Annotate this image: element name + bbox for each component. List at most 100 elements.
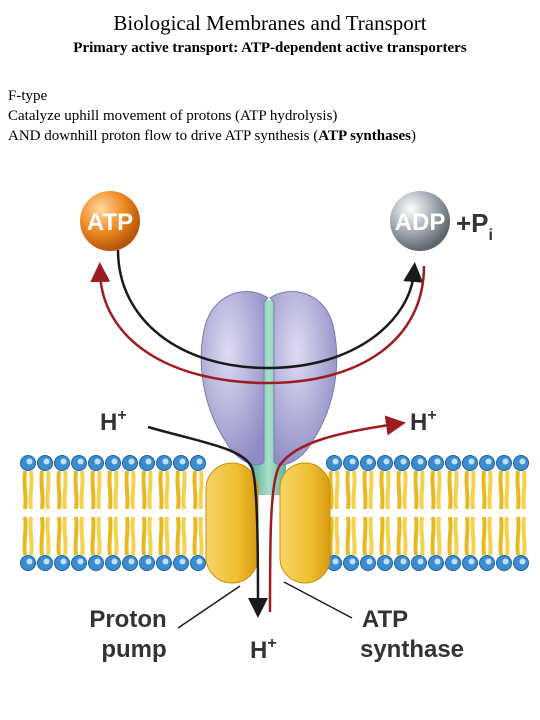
lipid-tail: [39, 470, 45, 510]
lipid-tail: [368, 516, 374, 556]
lipid-tail: [430, 516, 436, 556]
lipid-head-highlight: [60, 458, 67, 465]
lipid-tail: [464, 470, 470, 510]
adp-label: ADP: [395, 209, 446, 236]
lipid-tail: [39, 516, 45, 556]
lipid-tail: [379, 470, 385, 510]
lipid-tail: [447, 516, 453, 556]
membrane-domain-right: [279, 462, 331, 584]
lipid-tail: [62, 516, 68, 556]
lipid-head-highlight: [519, 558, 526, 565]
lipid-head-highlight: [128, 458, 135, 465]
description-line-hydrolysis: Catalyze uphill movement of protons (ATP…: [8, 108, 338, 124]
lipid-head-highlight: [26, 558, 33, 565]
lipid-tail: [96, 516, 102, 556]
lipid-tail: [130, 470, 136, 510]
lipid-tail: [158, 470, 164, 510]
lipid-tail: [453, 470, 459, 510]
lipid-head-highlight: [366, 458, 373, 465]
lipid-tail: [521, 470, 527, 510]
lipid-tail: [22, 516, 28, 556]
lipid-head-highlight: [162, 458, 169, 465]
lipid-tail: [430, 470, 436, 510]
lipid-head-highlight: [179, 558, 186, 565]
lipid-tail: [362, 470, 368, 510]
lipid-head-highlight: [111, 458, 118, 465]
lipid-head-highlight: [162, 558, 169, 565]
transporter-type: F-type: [8, 88, 48, 104]
lipid-head-highlight: [383, 558, 390, 565]
lipid-head-highlight: [502, 558, 509, 565]
lipid-tail: [436, 516, 442, 556]
lipid-tail: [498, 470, 504, 510]
lipid-tail: [498, 516, 504, 556]
atp-molecule: ATP: [80, 191, 140, 251]
atp-sphere: [80, 191, 140, 251]
head-subunit-right: [269, 291, 338, 466]
hydrolysis-arrow: [116, 249, 424, 370]
lipid-tail: [396, 516, 402, 556]
lipid-tail: [96, 470, 102, 510]
lipid-tail: [113, 470, 119, 510]
lipid-tail: [328, 516, 334, 556]
lipid-tail: [181, 470, 187, 510]
inorganic-phosphate-label: +Pi: [456, 208, 493, 244]
lipid-tail: [198, 470, 204, 510]
lipid-head-highlight: [26, 458, 33, 465]
lipid-tail: [487, 516, 493, 556]
lipid-tail: [107, 516, 113, 556]
lipid-head-highlight: [519, 458, 526, 465]
lipid-tail: [345, 516, 351, 556]
lipid-tail: [192, 470, 198, 510]
lipid-tail: [124, 516, 130, 556]
slide-subtitle: Primary active transport: ATP-dependent …: [73, 40, 467, 56]
lipid-head-highlight: [196, 458, 203, 465]
atp-synthase-label-line2: synthase: [360, 636, 464, 663]
lipid-tail: [396, 470, 402, 510]
lipid-tail: [56, 470, 62, 510]
lipid-tail: [504, 470, 510, 510]
lipid-tail: [470, 516, 476, 556]
lipid-tail: [22, 470, 28, 510]
lipid-head-highlight: [502, 458, 509, 465]
lipid-tail: [362, 516, 368, 556]
lipid-tail: [504, 516, 510, 556]
lipid-tail: [141, 470, 147, 510]
proton-pump-label-line2: pump: [101, 636, 166, 663]
lipid-tail: [515, 516, 521, 556]
atp-synthase-proton-path: [268, 415, 406, 613]
lipid-tail: [198, 516, 204, 556]
lipid-tail: [175, 516, 181, 556]
lipid-head-highlight: [111, 558, 118, 565]
lipid-tail: [147, 470, 153, 510]
lipid-tail: [402, 516, 408, 556]
lipid-tail: [79, 516, 85, 556]
lipid-tail: [345, 470, 351, 510]
atp-synthases-term: ATP synthases: [318, 128, 411, 144]
lipid-head-highlight: [468, 458, 475, 465]
lipid-tail: [453, 516, 459, 556]
proton-label-bottom: H+: [250, 635, 277, 664]
lipid-tail: [164, 470, 170, 510]
lipid-tail: [413, 516, 419, 556]
lipid-tail: [90, 516, 96, 556]
lipid-tail: [334, 470, 340, 510]
lipid-tail: [464, 516, 470, 556]
description: F-type Catalyze uphill movement of proto…: [8, 86, 536, 146]
lipid-head-highlight: [77, 458, 84, 465]
lipid-tail: [436, 470, 442, 510]
proton-label-left: H+: [100, 407, 127, 436]
lipid-tail: [351, 516, 357, 556]
lipid-head-highlight: [196, 558, 203, 565]
lipid-head-highlight: [94, 558, 101, 565]
lipid-head-highlight: [145, 458, 152, 465]
lipid-head-highlight: [332, 458, 339, 465]
lipid-tail: [328, 470, 334, 510]
proton-pump-leader: [177, 585, 241, 629]
atp-label: ATP: [87, 209, 133, 236]
lipid-head-highlight: [451, 558, 458, 565]
lipid-bilayer: [20, 455, 529, 571]
lipid-head-highlight: [366, 558, 373, 565]
atp-synthase-leader: [283, 581, 353, 619]
proton-label-right: H+: [410, 407, 437, 436]
